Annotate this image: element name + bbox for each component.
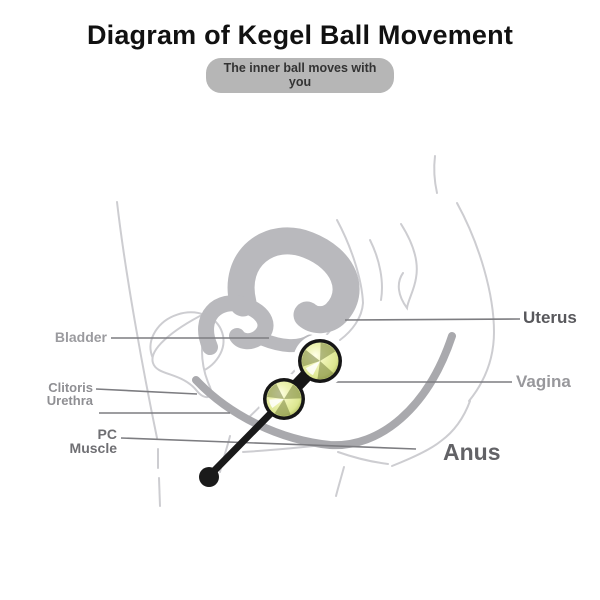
label-uterus: Uterus [523, 308, 577, 327]
sacrum-curve [456, 202, 496, 402]
label-urethra: Urethra [46, 393, 93, 408]
ball-facets [267, 383, 301, 416]
abdominal-wall-dash [158, 477, 161, 507]
clitoris-leader-line [95, 388, 198, 395]
ball-highlight [269, 399, 284, 409]
ball-highlight [305, 361, 320, 376]
abdominal-wall-curve [116, 201, 158, 439]
uterus-fundus-hook [227, 227, 360, 334]
pelvis-outline [116, 155, 496, 507]
uterus-outline-right [397, 223, 418, 311]
subtitle-badge: The inner ball moves with you [206, 58, 394, 93]
ball-facets [301, 342, 336, 380]
leader-lines [95, 318, 521, 450]
anus-fold-curve [337, 451, 389, 465]
kegel-ball-upper [298, 339, 342, 383]
kegel-balls-device [199, 334, 347, 487]
uterus-outline-left [336, 219, 365, 341]
buttock-fold-curve [391, 400, 471, 467]
label-pc-muscle-line1: PC [97, 426, 117, 442]
uterus-outline-inner [369, 239, 383, 301]
cord-tip-knob [199, 467, 219, 487]
anus-fold-curve [335, 466, 345, 497]
cervix-hook [198, 295, 274, 355]
uterus-leader-line [344, 318, 521, 321]
label-bladder: Bladder [54, 329, 107, 345]
kegel-ball-lower [263, 378, 305, 420]
retrieval-cord [210, 406, 278, 475]
label-clitoris: Clitoris [48, 380, 93, 395]
label-anus: Anus [443, 439, 501, 465]
label-pc-muscle-line2: Muscle [69, 440, 117, 456]
uterus-shape [198, 227, 360, 355]
label-vagina: Vagina [516, 372, 571, 391]
label-pc-muscle: PC Muscle [70, 427, 117, 455]
pubic-bone-loop [151, 307, 215, 399]
page-title: Diagram of Kegel Ball Movement [86, 20, 514, 50]
spine-hint-curve [433, 155, 438, 194]
pc-muscle-leader-line [120, 437, 417, 450]
